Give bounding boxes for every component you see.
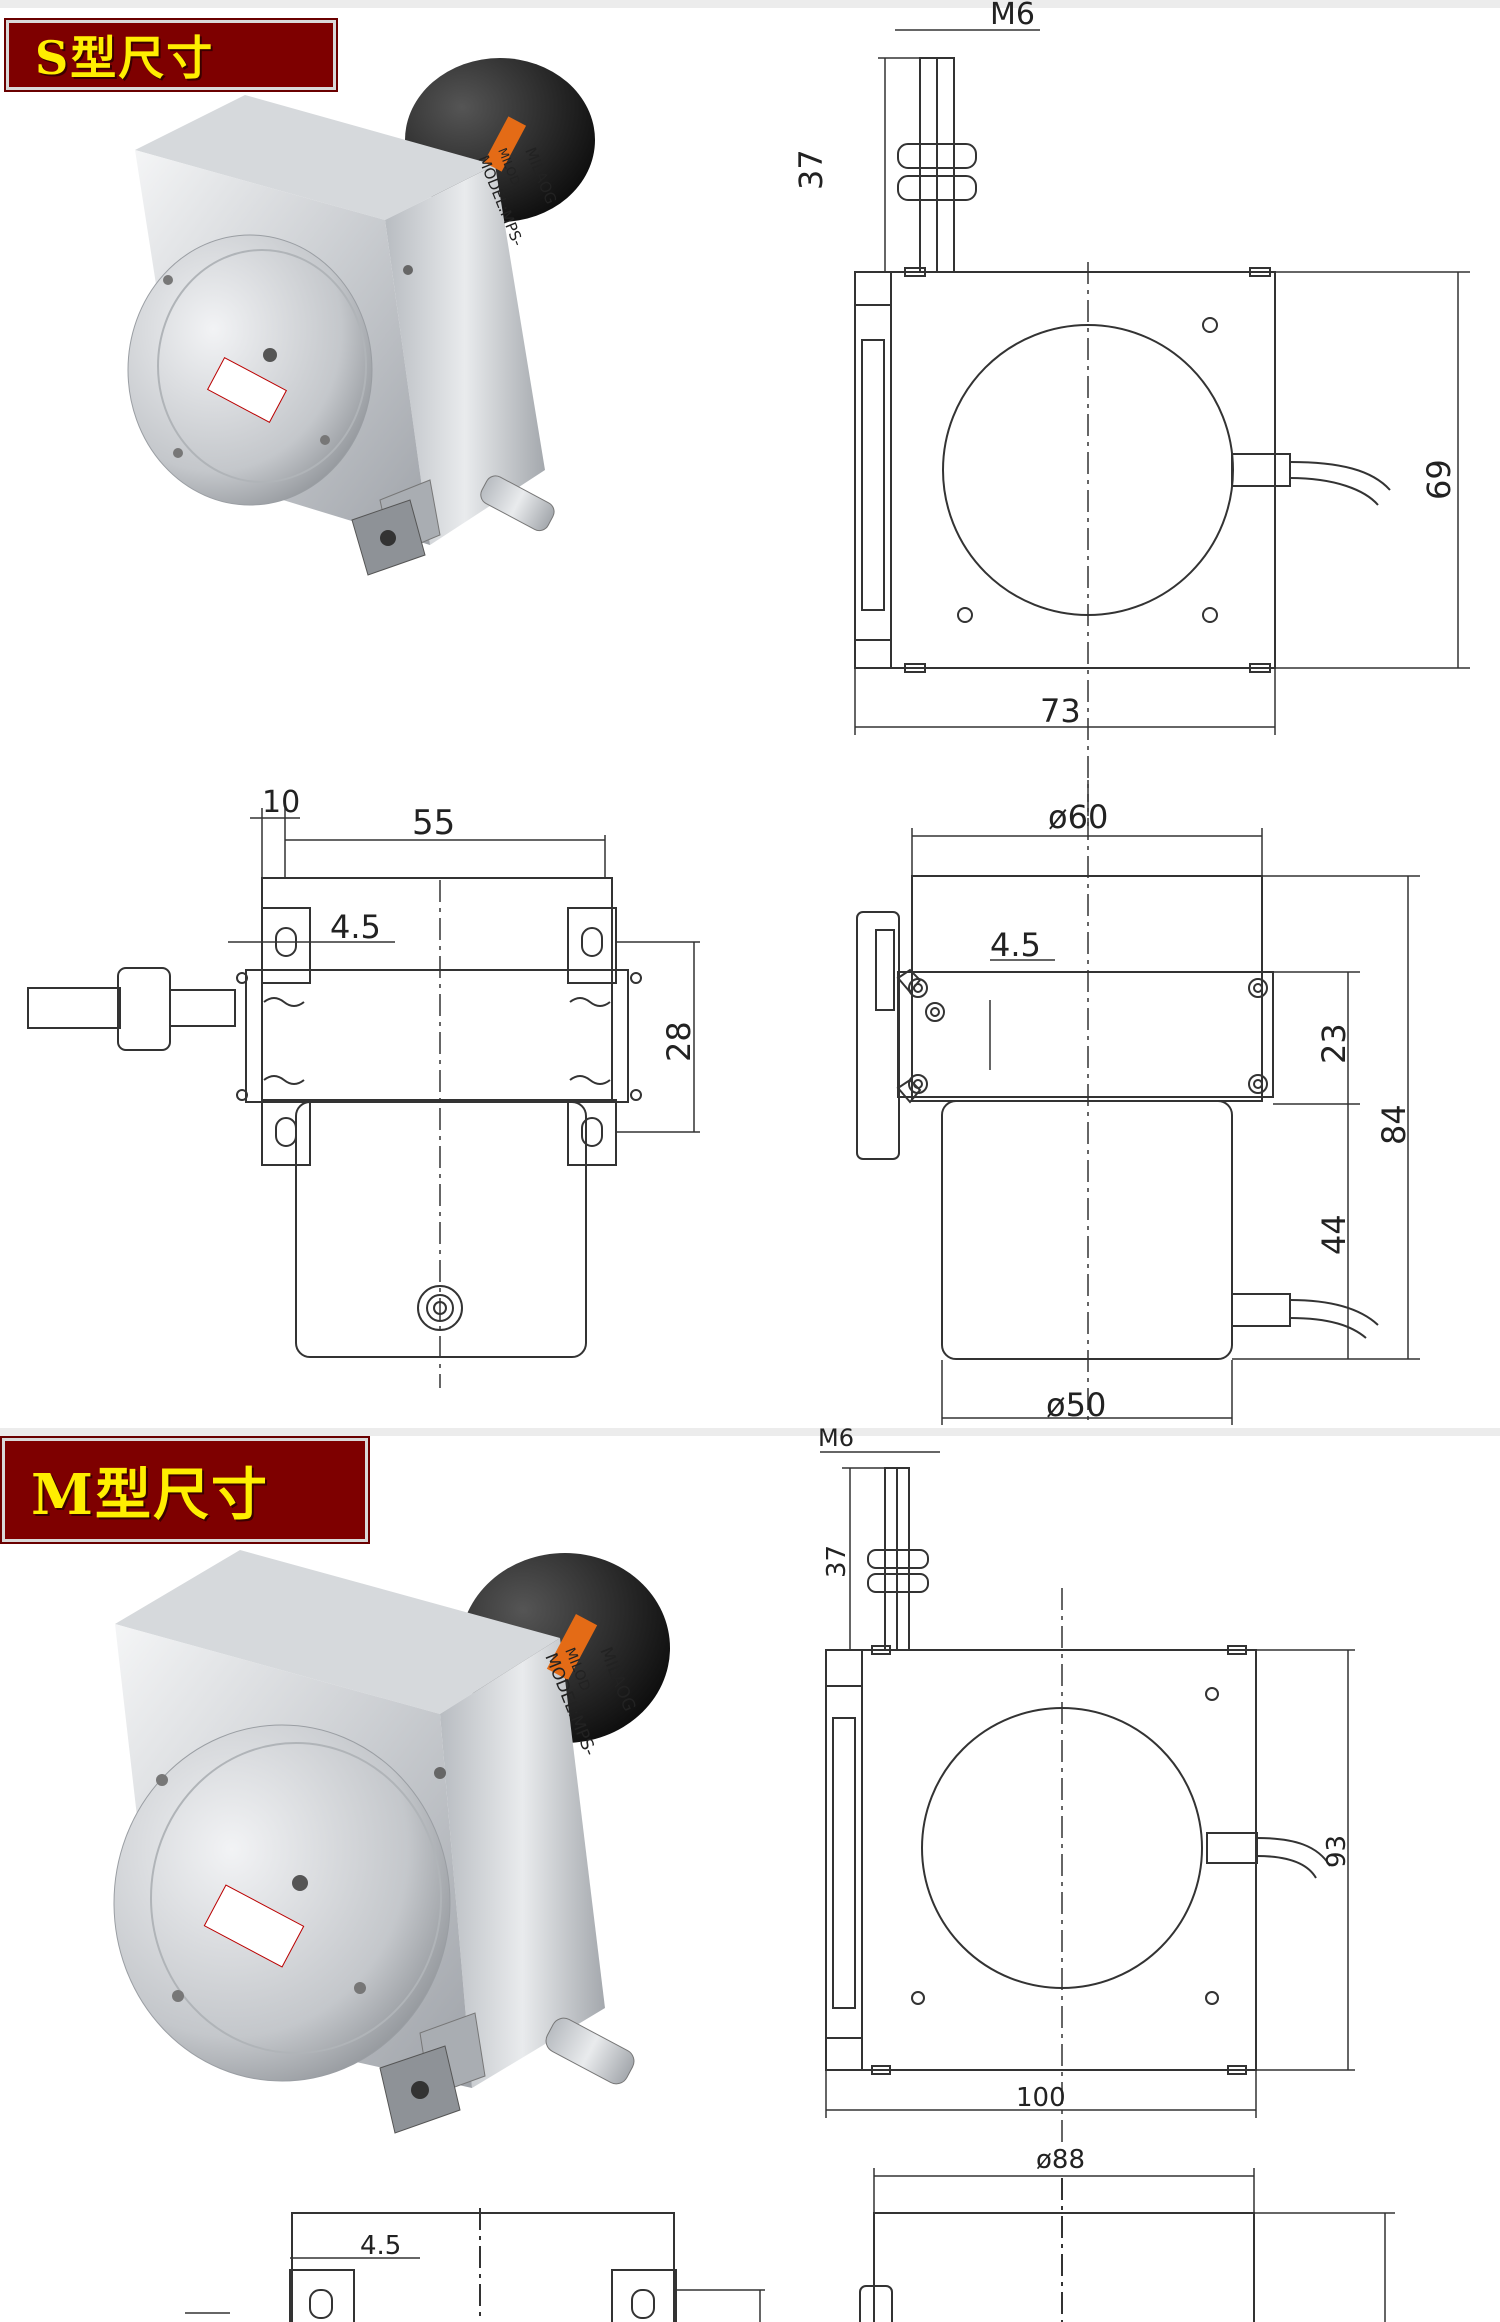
m-side-view (289, 2208, 677, 2322)
m-type-section: M型尺寸 MILOD MODEL:MPS- MILAOG (0, 1428, 1500, 2322)
s-side-slot-offset: 10 (262, 785, 300, 820)
s-product-photo: MILOD MODEL:MPS- MILAOG (127, 58, 595, 576)
s-end-drum-dia: ø60 (1048, 798, 1108, 836)
s-front-height: 69 (1420, 459, 1458, 500)
s-end-total-height: 84 (1375, 1104, 1413, 1145)
m-front-view (825, 1467, 1331, 2075)
s-end-body-dia: ø50 (1046, 1386, 1106, 1424)
s-side-dims (228, 808, 700, 1388)
m-front-thread-label: M6 (818, 1428, 854, 1452)
s-type-section: S型尺寸 (0, 0, 1500, 1425)
top-divider (0, 0, 1500, 8)
m-type-drawing: MILOD MODEL:MPS- MILAOG (113, 1428, 1395, 2322)
m-front-width: 100 (1016, 2083, 1066, 2113)
s-end-view (856, 875, 1379, 1360)
s-side-slot-spacing: 55 (412, 803, 455, 843)
m-front-height: 93 (1322, 1835, 1352, 1868)
s-end-bracket-height: 23 (1315, 1023, 1353, 1064)
s-front-pin-length: 37 (792, 149, 830, 190)
s-side-bracket-height: 28 (660, 1021, 698, 1062)
s-front-width: 73 (1040, 692, 1081, 730)
m-side-dims (185, 2257, 765, 2322)
s-type-drawing: MILOD MODEL:MPS- MILAOG (27, 0, 1470, 1425)
s-front-view (854, 57, 1391, 673)
m-end-drum-dia: ø88 (1036, 2145, 1085, 2175)
s-end-dims (911, 780, 1420, 1425)
s-front-dims (854, 29, 1470, 830)
section-divider (0, 1428, 1500, 1436)
m-end-view (859, 2178, 1255, 2322)
s-side-hole-size: 4.5 (330, 908, 381, 946)
m-type-title: M型尺寸 (2, 1438, 368, 1542)
s-end-body-height: 44 (1315, 1214, 1353, 1255)
m-front-dims (820, 1451, 1355, 2148)
m-front-pin-length: 37 (822, 1545, 852, 1578)
m-product-photo: MILOD MODEL:MPS- MILAOG (113, 1550, 670, 2134)
m-side-hole-size: 4.5 (360, 2231, 401, 2261)
s-front-thread-label: M6 (990, 0, 1035, 32)
s-end-hole-size: 4.5 (990, 926, 1041, 964)
s-type-title: S型尺寸 (6, 20, 336, 90)
m-end-dims (873, 2168, 1395, 2322)
s-side-view (27, 877, 642, 1358)
